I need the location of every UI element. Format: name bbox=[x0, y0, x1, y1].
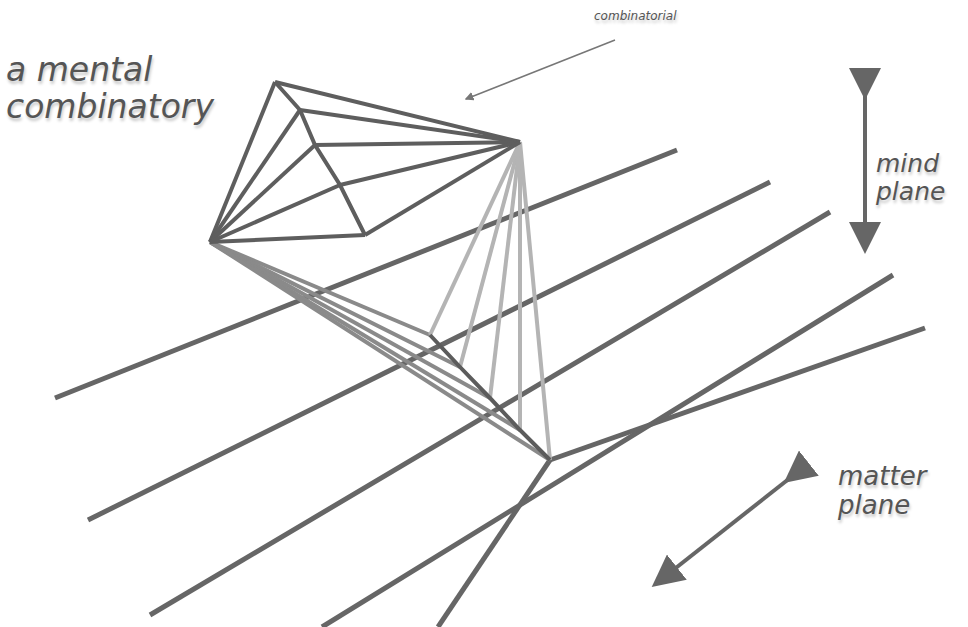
title-label: a mental combinatory bbox=[6, 52, 256, 126]
plane-label: matter plane bbox=[838, 462, 956, 520]
leader-arrow bbox=[466, 40, 615, 99]
matter-plane-arrow bbox=[658, 478, 790, 582]
mind-to-matter-lines-left bbox=[210, 242, 550, 460]
plane-label: mind plane bbox=[876, 150, 962, 206]
mind-plane-arrow bbox=[863, 92, 867, 246]
combinatory-wireframe bbox=[210, 82, 520, 242]
mind-to-matter-lines-right bbox=[430, 142, 550, 460]
projection-chain bbox=[430, 335, 550, 460]
annotation-label: combinatorial bbox=[594, 10, 714, 23]
